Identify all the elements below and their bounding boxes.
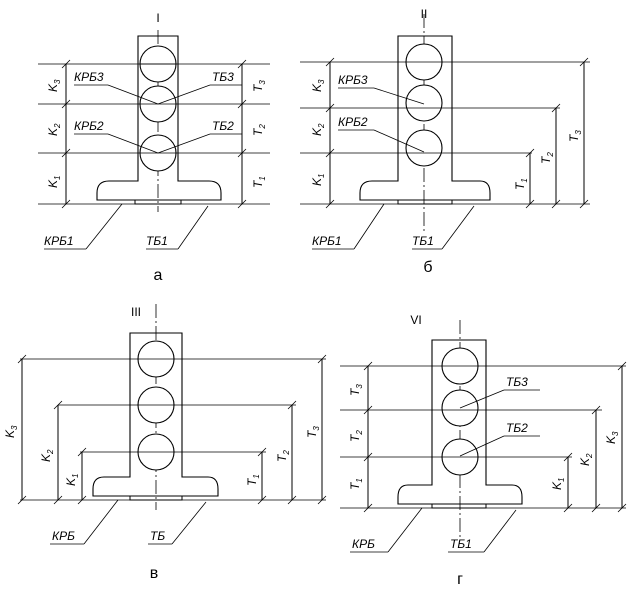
panel-b-hole-2 [405,84,443,122]
panel-a-callout-tb3: ТБ3 [212,70,234,84]
panel-b-dim-k2: K2 [310,123,326,136]
panel-b-dim-t3: T3 [567,130,583,142]
panel-b-caption: б [423,259,432,276]
panel-d-dim-k3: K3 [604,431,620,444]
panel-c-dim-t2: T2 [275,450,291,462]
panel-b: II K3 K2 K1 T1 T2 T3 КРБ3 КРБ2 [300,7,590,276]
panel-a-caption: а [154,267,163,284]
panel-d-callout-krb: КРБ [352,537,375,551]
panel-c-callout-krb: КРБ [52,529,75,543]
panel-a-roman: I [156,11,159,25]
panel-b-dim-t2: T2 [539,152,555,164]
panel-a-dim-k2: K2 [46,123,62,136]
panel-d-caption: г [457,571,463,588]
panel-b-dim-t1: T1 [513,178,529,190]
panel-a-callout-krb2: КРБ2 [74,119,104,133]
panel-b-dim-k1: K1 [310,174,326,186]
panel-a: I K3 K2 K1 T3 T2 T1 КРБ3 [38,11,270,284]
panel-d-dim-t2: T2 [348,430,364,442]
panel-a-callout-krb1: КРБ1 [44,234,74,248]
panel-b-dim-k3: K3 [310,79,326,92]
panel-d-callout-tb2: ТБ2 [506,421,528,435]
panel-a-dim-t2: T2 [251,124,267,136]
panel-c-roman: III [131,305,141,319]
panel-b-base-step [397,200,453,205]
panel-d-dim-k1: K1 [550,478,566,490]
panel-b-callout-tb1: ТБ1 [412,234,434,248]
panel-d-roman: VI [410,313,421,327]
panel-d: VI T3 T2 T1 K1 K2 K3 ТБ3 ТБ2 [340,313,627,588]
panel-a-callout-tb2: ТБ2 [212,119,234,133]
panel-c: III K3 K2 K1 T1 T2 T3 КРБ [3,304,327,582]
panel-c-dim-k2: K2 [39,449,55,462]
panel-d-callout-tb3: ТБ3 [506,375,528,389]
panel-a-dim-t3: T3 [251,80,267,92]
panel-b-callout-krb3: КРБ3 [338,73,368,87]
panel-a-callout-krb3: КРБ3 [74,70,104,84]
panel-d-dim-t1: T1 [348,478,364,490]
panel-a-callout-tb1: ТБ1 [146,234,168,248]
panel-c-dim-t1: T1 [245,474,261,486]
panel-c-dim-k1: K1 [64,474,80,486]
panel-b-callout-krb1: КРБ1 [312,234,342,248]
panel-b-callout-krb2: КРБ2 [338,115,368,129]
panel-d-dim-k2: K2 [578,453,594,466]
panel-d-dim-t3: T3 [348,384,364,396]
panel-a-dim-k3: K3 [46,79,62,92]
panel-d-callout-tb1: ТБ1 [450,537,472,551]
panel-c-dim-t3: T3 [305,426,321,438]
panel-c-dim-k3: K3 [3,425,19,438]
panel-d-base-step [431,504,487,509]
panel-a-dim-t1: T1 [251,176,267,188]
panel-b-hole-1 [405,129,443,167]
panel-c-caption: в [150,565,159,582]
panel-c-callout-tb: ТБ [150,529,165,543]
panel-a-dim-k1: K1 [46,176,62,188]
